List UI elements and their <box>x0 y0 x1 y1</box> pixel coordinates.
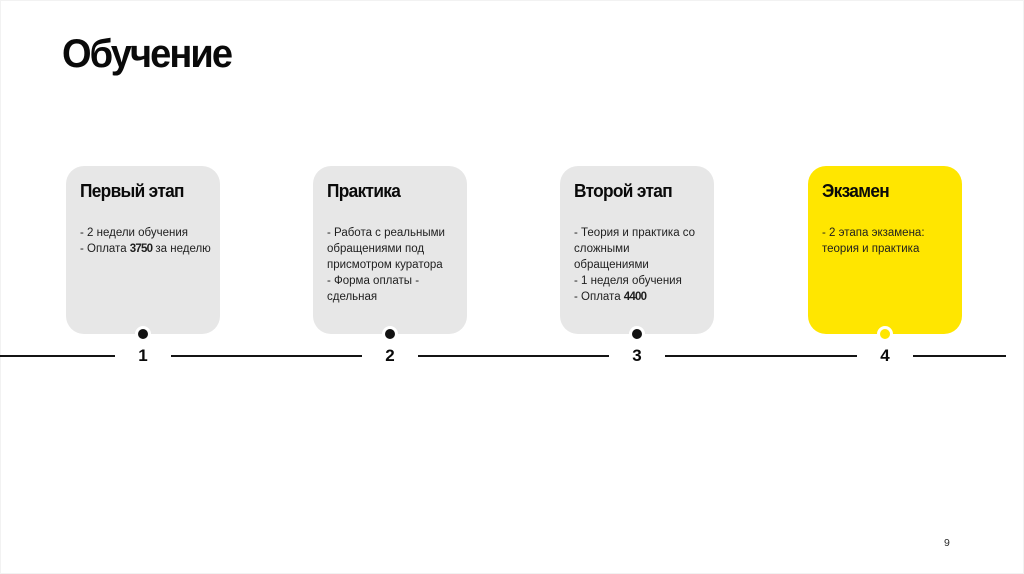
timeline-step-number-3: 3 <box>632 346 642 365</box>
payment-suffix: за неделю <box>155 243 211 255</box>
page-number: 9 <box>944 537 950 549</box>
stage-card-line: - Теория и практика со сложными обращени… <box>574 227 696 287</box>
timeline-dot-2 <box>382 326 398 342</box>
payment-prefix: - Оплата <box>80 243 127 255</box>
stage-card-payment-line: - Оплата 3750 за неделю <box>80 241 211 257</box>
stage-card-body: - Теория и практика со сложными обращени… <box>574 225 700 305</box>
stage-card-practice: Практика - Работа с реальными обращениям… <box>313 166 467 334</box>
timeline-line-segment <box>665 355 857 357</box>
stage-card-body: - 2 недели обучения - Оплата 3750 за нед… <box>80 225 211 257</box>
stage-card-title: Второй этап <box>574 181 673 201</box>
stage-card-title: Первый этап <box>80 181 185 201</box>
payment-amount: 3750 <box>129 243 153 255</box>
timeline-step-number-4: 4 <box>880 346 890 365</box>
payment-amount: 4400 <box>623 291 647 303</box>
timeline-step-number-2: 2 <box>385 346 395 365</box>
stage-card-line: - Работа с реальными обращениями под при… <box>327 227 445 303</box>
timeline-line-segment <box>418 355 609 357</box>
stage-card-payment-line: - Оплата 4400 <box>574 289 700 305</box>
stage-card-second-stage: Второй этап - Теория и практика со сложн… <box>560 166 714 334</box>
stage-card-first-stage: Первый этап - 2 недели обучения - Оплата… <box>66 166 220 334</box>
stage-card-title: Практика <box>327 181 401 201</box>
timeline-line-segment <box>171 355 362 357</box>
stage-card-line: - 2 этапа экзамена: теория и практика <box>822 227 925 255</box>
stage-card-body: - Работа с реальными обращениями под при… <box>327 225 453 305</box>
page-title: Обучение <box>62 32 233 76</box>
payment-prefix: - Оплата <box>574 291 621 303</box>
timeline-dot-1 <box>135 326 151 342</box>
stage-card-line: - 2 недели обучения <box>80 227 189 239</box>
stage-card-exam: Экзамен - 2 этапа экзамена: теория и пра… <box>808 166 962 334</box>
timeline-line-segment <box>0 355 115 357</box>
timeline-line-segment <box>913 355 1006 357</box>
timeline-step-number-1: 1 <box>138 346 148 365</box>
timeline-dot-3 <box>629 326 645 342</box>
stage-card-body: - 2 этапа экзамена: теория и практика <box>822 225 948 257</box>
stage-card-title: Экзамен <box>822 181 890 201</box>
timeline-dot-4 <box>877 326 893 342</box>
